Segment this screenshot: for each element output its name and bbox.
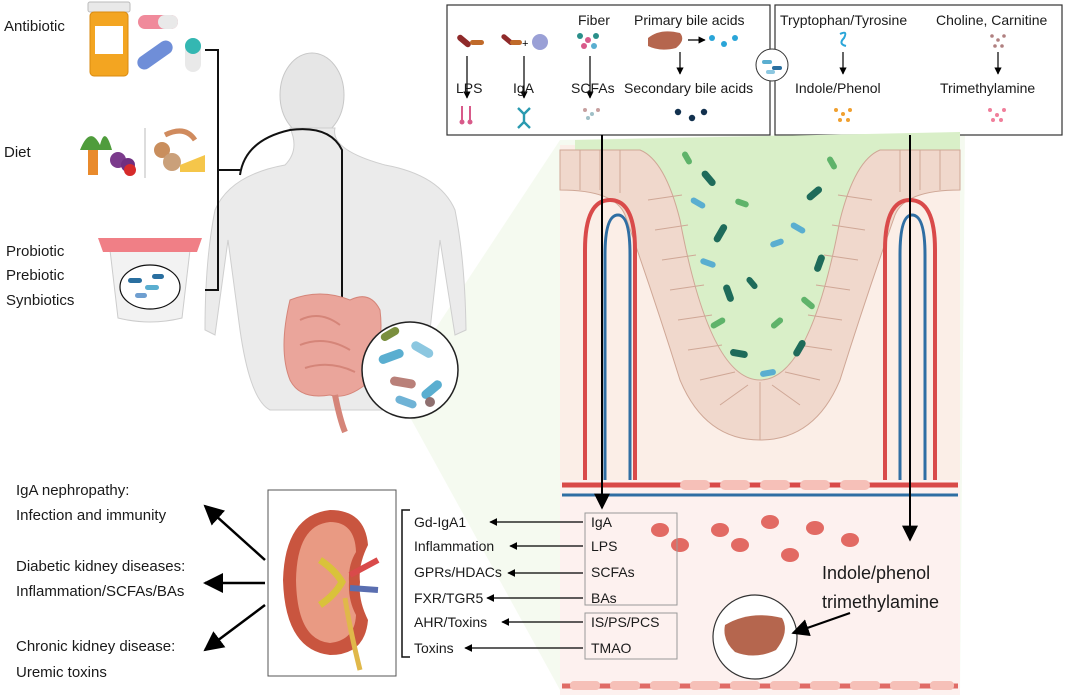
primary-bile-acid-dots — [709, 35, 738, 47]
indole-dots — [834, 108, 852, 122]
primary-bile-acids-label: Primary bile acids — [634, 12, 745, 28]
iga-label: IgA — [513, 80, 535, 96]
mediator-effect-6: Toxins — [414, 640, 454, 656]
choline-carnitine-label: Choline, Carnitine — [936, 12, 1048, 28]
scfa-icon — [583, 108, 600, 120]
liver-magnifier — [712, 594, 798, 680]
mediator-effect-1: Gd-IgA1 — [414, 514, 467, 530]
mediator-box-upper — [584, 512, 678, 606]
disease-arrow-3 — [203, 604, 266, 652]
disease-1-name: IgA nephropathy: — [16, 482, 130, 499]
disease-1-detail: Infection and immunity — [16, 507, 167, 524]
secondary-bile-acids-label: Secondary bile acids — [624, 80, 754, 96]
mediator-effect-2: Inflammation — [414, 538, 495, 554]
disease-arrow-1 — [203, 504, 266, 561]
mediator-effect-4: FXR/TGR5 — [414, 590, 484, 606]
probiotic-yogurt-icon — [98, 238, 202, 323]
mediator-source-1: IgA — [591, 514, 613, 530]
lps-molecule-icon — [459, 106, 473, 125]
microbiota-circle — [755, 48, 789, 82]
secondary-bile-acid-dots — [674, 108, 708, 122]
fiber-label: Fiber — [578, 12, 610, 28]
mediator-source-3: SCFAs — [591, 564, 635, 580]
iga-bacteria-icon: + — [501, 34, 548, 50]
trimethylamine-label: Trimethylamine — [940, 80, 1036, 96]
choline-dots — [990, 34, 1006, 48]
kidney-icon — [283, 510, 380, 671]
gut-microbiota-magnifier — [361, 321, 459, 419]
tryptophan-icon — [839, 31, 847, 47]
liver-metabolites-line1: Indole/phenol — [822, 563, 931, 583]
bile-liver-icon — [648, 31, 683, 50]
intestinal-villus — [559, 132, 961, 485]
disease-2-name: Diabetic kidney diseases: — [16, 558, 186, 575]
disease-3-name: Chronic kidney disease: — [16, 638, 176, 655]
mediator-source-2: LPS — [591, 538, 618, 554]
fiber-icon — [577, 33, 599, 49]
input-diet-label: Diet — [4, 144, 31, 161]
metabolite-box-left — [446, 4, 771, 136]
input-synbiotics-label: Synbiotics — [6, 292, 75, 309]
svg-text:+: + — [522, 38, 528, 50]
mediator-effect-3: GPRs/HDACs — [414, 564, 502, 580]
mediator-source-6: TMAO — [591, 640, 632, 656]
liver-metabolites-line2: trimethylamine — [822, 592, 940, 612]
indole-phenol-label: Indole/Phenol — [795, 80, 881, 96]
input-prebiotic-label: Prebiotic — [6, 267, 65, 284]
mediator-effect-5: AHR/Toxins — [414, 614, 488, 630]
lps-bacteria-icon — [457, 34, 484, 48]
disease-2-detail: Inflammation/SCFAs/BAs — [16, 583, 185, 600]
diet-icon — [80, 128, 205, 178]
disease-3-detail: Uremic toxins — [16, 664, 107, 681]
metabolite-box-right — [774, 4, 1063, 136]
tryptophan-tyrosine-label: Tryptophan/Tyrosine — [780, 12, 908, 28]
mediator-source-5: IS/PS/PCS — [591, 614, 660, 630]
inputs-bracket — [205, 49, 240, 291]
mediator-source-4: BAs — [591, 590, 617, 606]
lps-label: LPS — [456, 80, 483, 96]
mediator-box-lower — [584, 612, 678, 660]
scfas-label: SCFAs — [571, 80, 615, 96]
to-liver-arrow — [791, 611, 851, 637]
trimethylamine-dots — [988, 108, 1006, 122]
iga-molecule-icon — [517, 107, 531, 129]
input-probiotic-label: Probiotic — [6, 243, 65, 260]
mediator-arrows — [464, 518, 583, 652]
input-antibiotic-label: Antibiotic — [4, 18, 65, 35]
mediator-bracket — [401, 509, 410, 658]
antibiotic-icon — [87, 1, 201, 77]
